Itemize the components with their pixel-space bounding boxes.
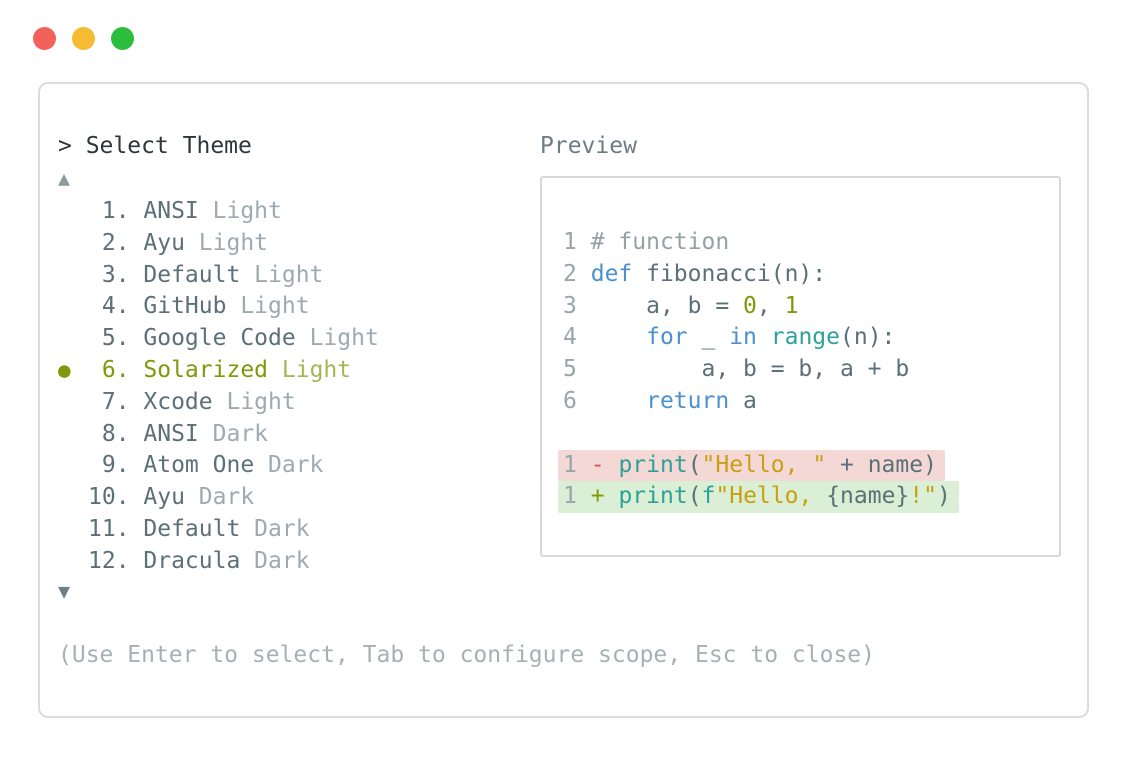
theme-item-xcode-light[interactable]: 7. Xcode Light bbox=[58, 387, 379, 419]
theme-item-github-light[interactable]: 4. GitHub Light bbox=[58, 291, 379, 323]
code-line: 1 # function bbox=[563, 229, 730, 255]
close-button[interactable] bbox=[33, 27, 56, 50]
theme-item-label: 6. Solarized Light bbox=[88, 356, 352, 383]
window-controls bbox=[33, 27, 134, 50]
theme-item-label: 7. Xcode Light bbox=[88, 388, 296, 415]
theme-item-label: 4. GitHub Light bbox=[88, 293, 310, 320]
theme-item-label: 1. ANSI Light bbox=[88, 198, 282, 224]
theme-item-ansi-dark[interactable]: 8. ANSI Dark bbox=[58, 419, 379, 451]
preview-label: Preview bbox=[540, 133, 637, 159]
theme-item-label: 2. Ayu Light bbox=[88, 229, 269, 256]
theme-item-label: 11. Default Dark bbox=[88, 515, 310, 542]
theme-item-ayu-light[interactable]: 2. Ayu Light bbox=[58, 228, 379, 260]
theme-item-default-dark[interactable]: 11. Default Dark bbox=[58, 514, 379, 546]
select-theme-prompt: > Select Theme bbox=[58, 133, 252, 159]
scroll-down-icon: ▼ bbox=[58, 579, 71, 603]
code-line: 5 a, b = b, a + b bbox=[563, 356, 910, 383]
code-line: 2 def fibonacci(n): bbox=[563, 260, 827, 287]
code-line: 6 return a bbox=[563, 387, 757, 414]
zoom-button[interactable] bbox=[111, 27, 134, 50]
theme-item-solarized-light[interactable]: ● 6. Solarized Light bbox=[58, 355, 379, 387]
code-line bbox=[558, 418, 959, 450]
theme-item-label: 3. Default Light bbox=[88, 261, 324, 288]
code-line: 1 - print("Hello, " + name) bbox=[558, 449, 959, 482]
code-line: 3 a, b = 0, 1 bbox=[563, 292, 799, 319]
theme-item-label: 12. Dracula Dark bbox=[88, 547, 310, 574]
selected-bullet-icon: ● bbox=[58, 357, 71, 382]
code-line: 4 for _ in range(n): bbox=[563, 324, 896, 351]
theme-item-google-code-light[interactable]: 5. Google Code Light bbox=[58, 323, 379, 355]
preview-pane: 1 # function 2 def fibonacci(n): 3 a, b = … bbox=[540, 176, 1061, 557]
theme-list: 1. ANSI Light 2. Ayu Light 3. Default Li… bbox=[58, 196, 379, 578]
code-line: 1 + print(f"Hello, {name}!") bbox=[558, 481, 959, 514]
theme-item-ayu-dark[interactable]: 10. Ayu Dark bbox=[58, 482, 379, 514]
theme-item-label: 10. Ayu Dark bbox=[88, 484, 255, 511]
theme-item-default-light[interactable]: 3. Default Light bbox=[58, 260, 379, 292]
theme-item-ansi-light[interactable]: 1. ANSI Light bbox=[58, 196, 379, 228]
theme-item-atom-one-dark[interactable]: 9. Atom One Dark bbox=[58, 450, 379, 482]
minimize-button[interactable] bbox=[72, 27, 95, 50]
theme-item-dracula-dark[interactable]: 12. Dracula Dark bbox=[58, 546, 379, 578]
help-text: (Use Enter to select, Tab to configure s… bbox=[58, 642, 875, 668]
scroll-up-icon: ▲ bbox=[58, 166, 71, 190]
theme-item-label: 9. Atom One Dark bbox=[88, 452, 324, 479]
theme-item-label: 8. ANSI Dark bbox=[88, 420, 269, 447]
code-lines: 1 # function 2 def fibonacci(n): 3 a, b = … bbox=[558, 227, 959, 514]
theme-item-label: 5. Google Code Light bbox=[88, 325, 379, 352]
